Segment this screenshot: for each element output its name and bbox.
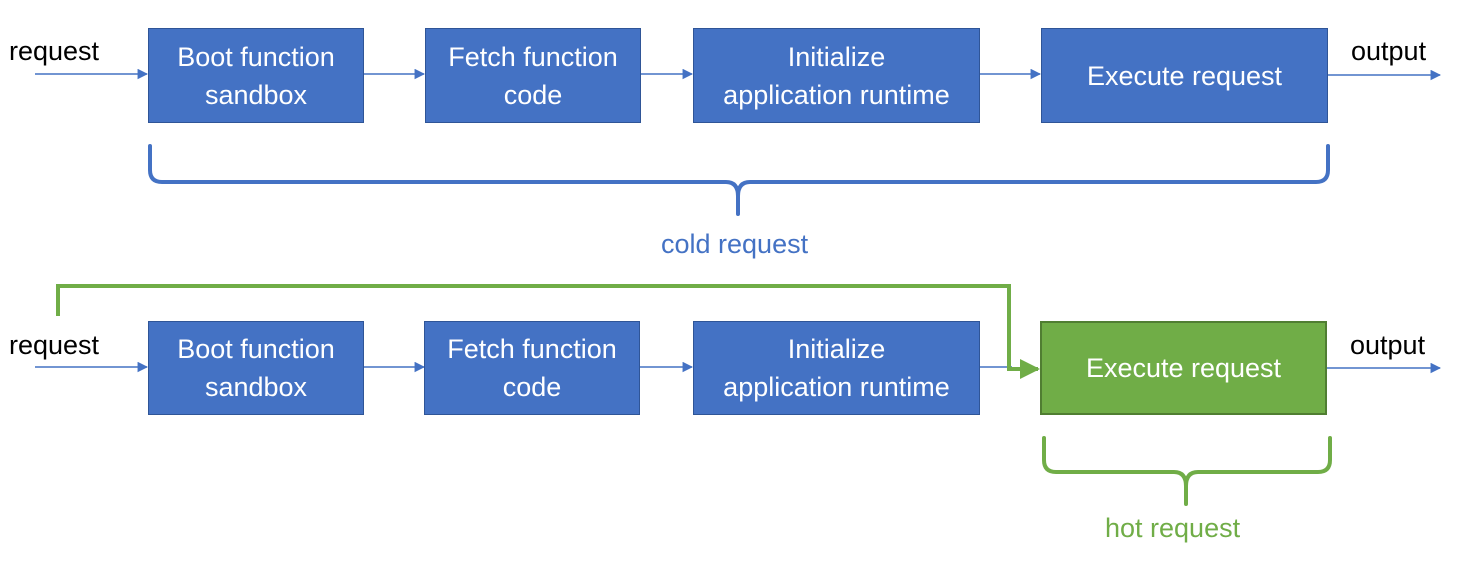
hot-step-fetch-code: Fetch function code <box>424 321 640 415</box>
cold-output-label: output <box>1351 36 1427 66</box>
hot-step-init-runtime: Initialize application runtime <box>693 321 980 415</box>
hot-input-label: request <box>9 330 100 360</box>
hot-brace <box>1042 436 1332 506</box>
cold-step-boot-sandbox: Boot function sandbox <box>148 28 364 123</box>
hot-request-caption: hot request <box>1105 513 1241 543</box>
hot-step-boot-sandbox: Boot function sandbox <box>148 321 364 415</box>
hot-output-label: output <box>1350 330 1426 360</box>
hot-bypass-path <box>56 284 1040 379</box>
cold-request-caption: cold request <box>661 229 809 259</box>
hot-step-execute-request: Execute request <box>1040 321 1327 415</box>
cold-input-label: request <box>9 36 100 66</box>
cold-brace <box>148 144 1330 216</box>
cold-step-init-runtime: Initialize application runtime <box>693 28 980 123</box>
cold-step-fetch-code: Fetch function code <box>425 28 641 123</box>
cold-step-execute-request: Execute request <box>1041 28 1328 123</box>
